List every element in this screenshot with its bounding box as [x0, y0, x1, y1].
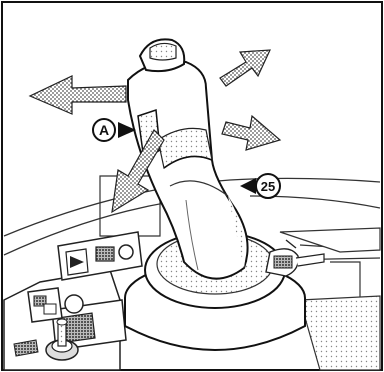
callout-a-label: A [99, 122, 109, 138]
callout-25-label: 25 [261, 179, 275, 194]
